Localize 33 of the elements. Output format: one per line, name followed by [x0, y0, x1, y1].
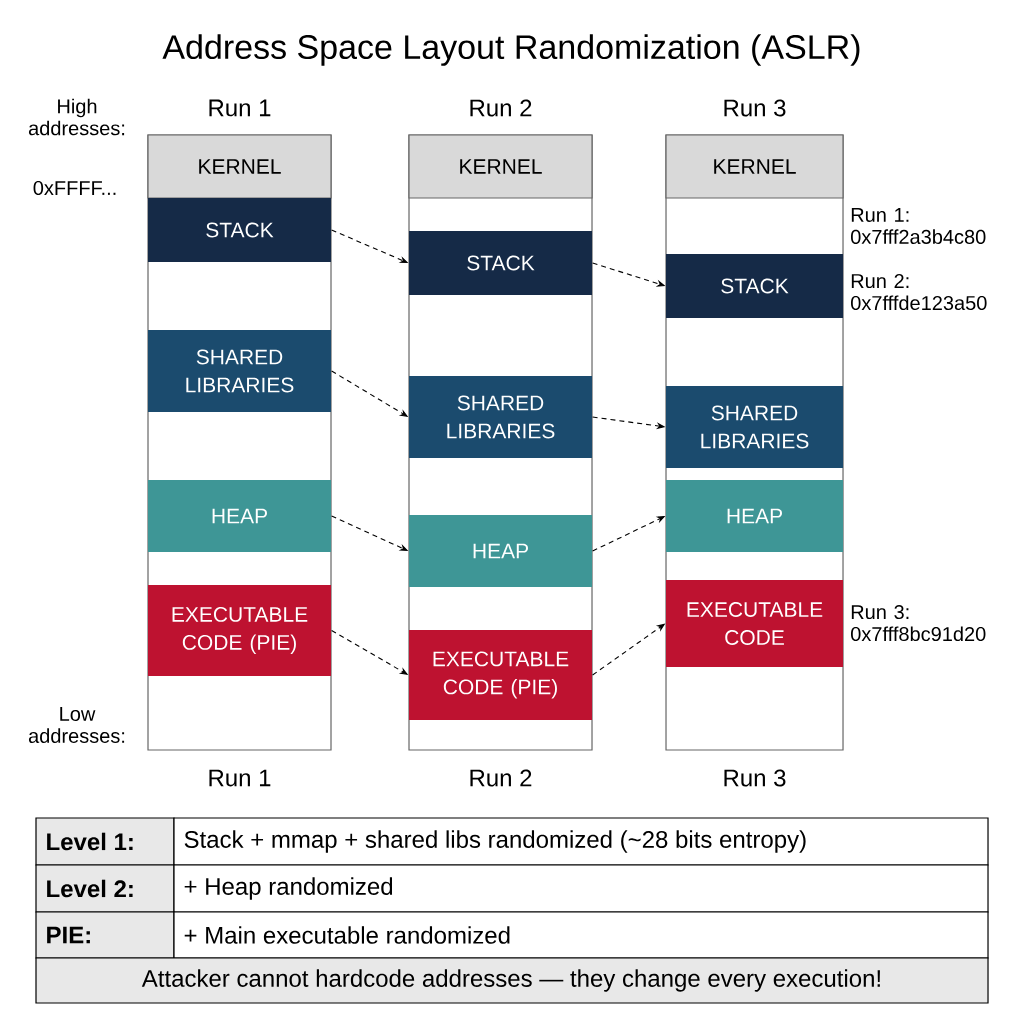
memory-segment: KERNEL	[408, 134, 593, 199]
address-note: Run 3: 0x7fff8bc91d20	[851, 604, 986, 642]
column-heading: Run 1	[209, 99, 271, 117]
column-heading: Run 3	[724, 769, 786, 787]
memory-segment: EXECUTABLE CODE (PIE)	[409, 630, 592, 720]
memory-segment: EXECUTABLE CODE	[666, 580, 843, 667]
table-cell: Level 2:	[35, 864, 175, 913]
memory-segment: HEAP	[666, 480, 843, 552]
table-cell: + Main executable randomized	[173, 911, 989, 959]
table-cell: Stack + mmap + shared libs randomized (~28 bits entropy)	[173, 817, 989, 866]
axis-note: Low addresses:	[28, 707, 125, 743]
table-cell: Level 1:	[35, 817, 175, 866]
column-heading: Run 3	[724, 99, 786, 117]
memory-segment: HEAP	[409, 515, 592, 587]
memory-segment: KERNEL	[665, 134, 844, 199]
memory-segment: SHARED LIBRARIES	[148, 330, 331, 412]
memory-segment: KERNEL	[147, 134, 332, 199]
memory-segment: SHARED LIBRARIES	[409, 376, 592, 458]
address-note: Run 1: 0x7fff2a3b4c80	[851, 208, 986, 244]
memory-segment: HEAP	[148, 480, 331, 552]
memory-segment: STACK	[666, 254, 843, 318]
title: Address Space Layout Randomization (ASLR)	[162, 34, 860, 66]
memory-segment: EXECUTABLE CODE (PIE)	[148, 585, 331, 676]
address-note: 0xFFFF...	[33, 180, 116, 196]
column-heading: Run 1	[209, 769, 271, 787]
memory-segment: STACK	[409, 231, 592, 295]
table-cell: + Heap randomized	[173, 864, 989, 913]
column-heading: Run 2	[470, 769, 532, 787]
memory-segment: SHARED LIBRARIES	[666, 386, 843, 468]
table-cell: PIE:	[35, 911, 175, 959]
column-heading: Run 2	[470, 99, 532, 117]
axis-note: High addresses:	[28, 98, 125, 136]
memory-segment: STACK	[148, 198, 331, 262]
